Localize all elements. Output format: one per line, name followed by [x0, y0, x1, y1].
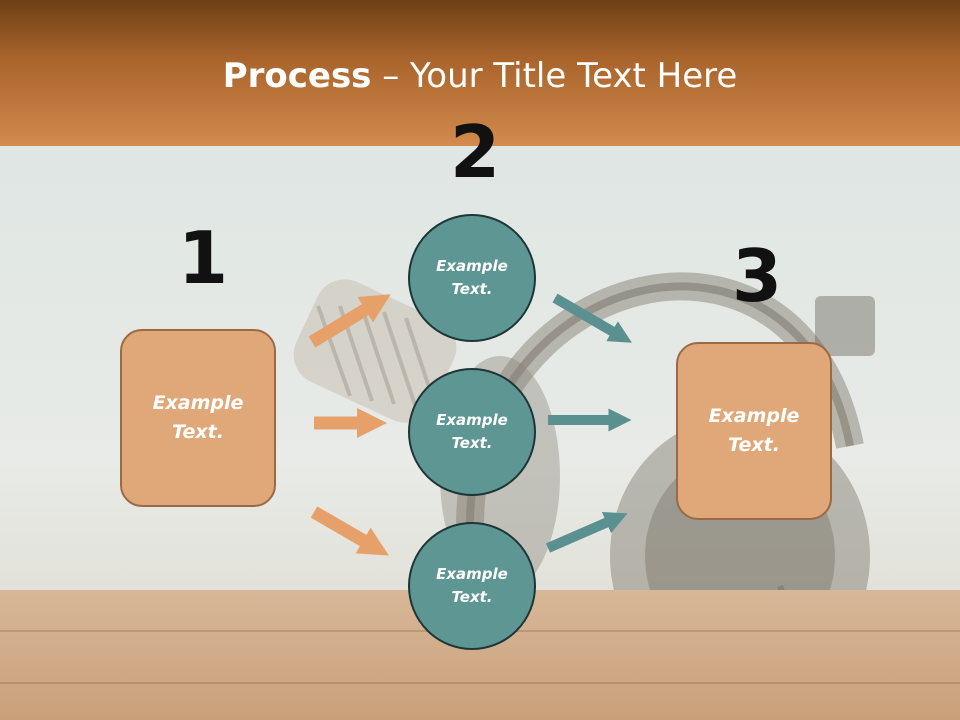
title-bold: Process: [222, 56, 372, 96]
arrow-to-circle-1: [308, 294, 391, 348]
step-number-3: 3: [732, 234, 783, 318]
arrow-to-circle-3: [310, 506, 389, 556]
title-rest: – Your Title Text Here: [371, 56, 738, 96]
title-bar: [0, 0, 960, 146]
arrow-from-circle-1: [552, 293, 632, 343]
arrow-from-circle-3: [546, 512, 628, 553]
right-text-box: Example Text.: [676, 342, 832, 520]
left-text-box: Example Text.: [120, 329, 276, 507]
circle-3: Example Text.: [408, 522, 536, 650]
circle-1: Example Text.: [408, 214, 536, 342]
slide-title: Process – Your Title Text Here: [0, 54, 960, 98]
step-number-1: 1: [178, 216, 229, 300]
circle-2: Example Text.: [408, 368, 536, 496]
step-number-2: 2: [450, 110, 501, 194]
